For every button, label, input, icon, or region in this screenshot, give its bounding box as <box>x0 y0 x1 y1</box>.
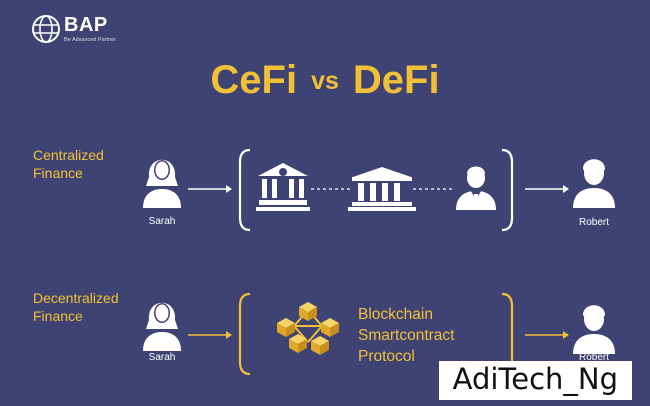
decentralized-label: Decentralized Finance <box>33 289 119 325</box>
protocol-text: Blockchain Smartcontract Protocol <box>358 304 454 367</box>
blockchain-cubes-icon <box>277 302 339 355</box>
protocol-line3: Protocol <box>358 348 415 365</box>
sender-name: Sarah <box>148 216 176 227</box>
centralized-label: Centralized Finance <box>33 146 104 182</box>
title-defi: DeFi <box>352 58 440 102</box>
receiver-man-icon <box>573 159 615 208</box>
bap-logo-icon <box>32 15 60 43</box>
receiver-name-decentralized: Robert <box>578 352 609 363</box>
sender-woman-icon <box>143 159 181 208</box>
logo-name: BAP <box>64 14 108 36</box>
decentralized-label-line1: Decentralized <box>33 290 119 306</box>
left-bracket <box>238 148 251 232</box>
protocol-line2: Smartcontract <box>358 327 455 344</box>
watermark-text: AdiTech_Ng <box>438 361 632 400</box>
right-bracket <box>501 148 514 232</box>
banker-icon <box>456 166 496 210</box>
logo-tagline: Be Advanced Partner <box>64 37 116 43</box>
sender-woman-icon-decentralized <box>143 302 181 351</box>
receiver-name: Robert <box>578 217 609 228</box>
receiver-man-icon-decentralized <box>573 305 615 354</box>
protocol-line1: Blockchain <box>358 306 433 323</box>
title-cefi: CeFi <box>210 58 298 102</box>
left-bracket-gold <box>238 292 251 376</box>
centralized-label-line2: Finance <box>33 165 83 181</box>
centralized-label-line1: Centralized <box>33 147 104 163</box>
title-vs: vs <box>311 67 339 95</box>
decentralized-label-line2: Finance <box>33 308 83 324</box>
government-building-icon <box>348 167 416 211</box>
bank-icon <box>256 163 310 211</box>
sender-name-decentralized: Sarah <box>148 352 176 363</box>
